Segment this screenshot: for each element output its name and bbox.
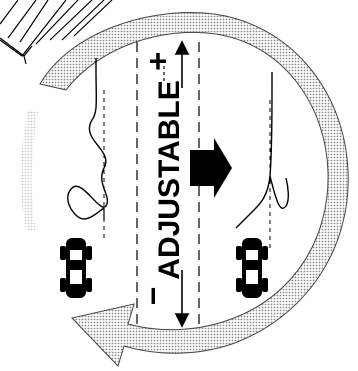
plus-symbol: + (149, 43, 168, 79)
adjustable-label: ADJUSTABLE (153, 80, 186, 279)
right-wave (236, 72, 288, 250)
direction-arrow-icon (190, 138, 232, 198)
minus-symbol: − (135, 287, 171, 306)
car-icon (236, 238, 268, 298)
car-icon (60, 238, 92, 298)
left-wave (68, 58, 108, 240)
